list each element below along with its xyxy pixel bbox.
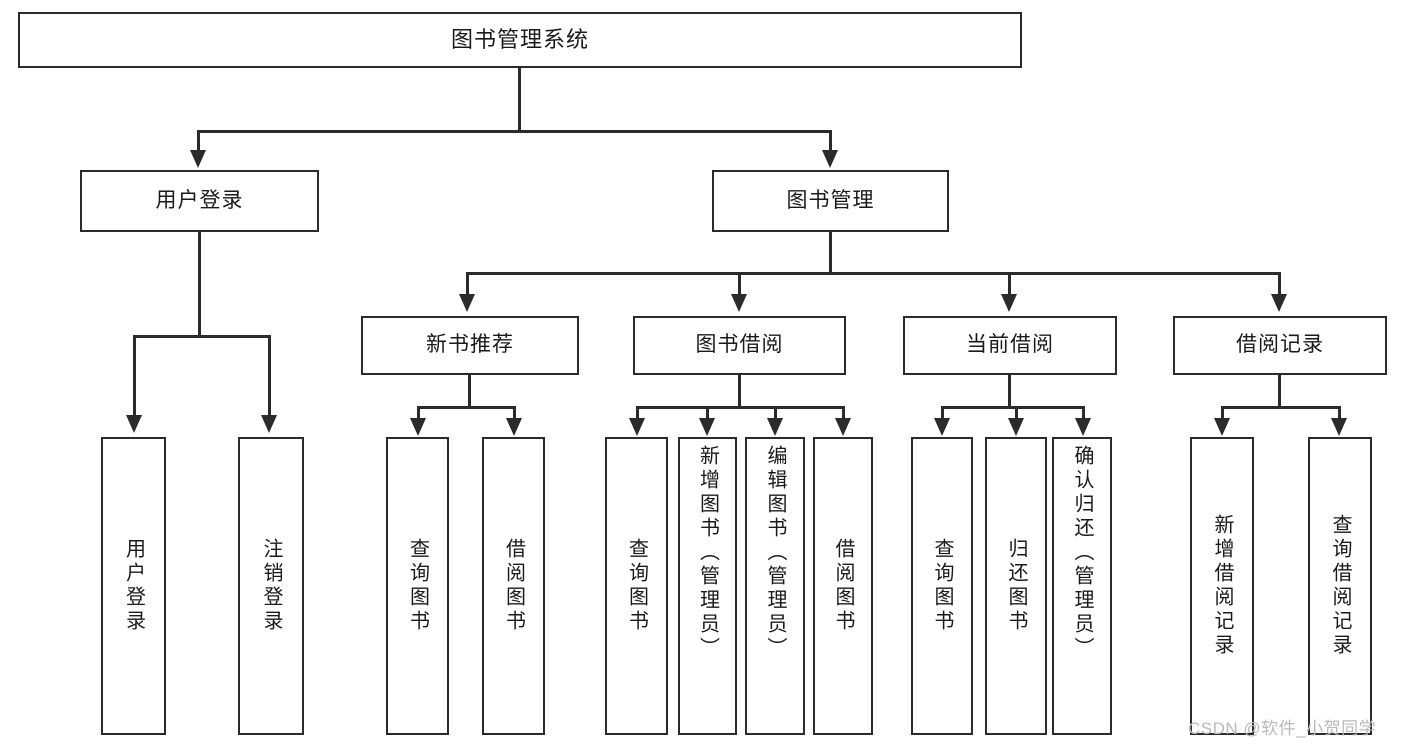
- connector-currentborrow-drop-2: [1015, 406, 1018, 422]
- leaf-query-books-newbook[interactable]: 查询图书: [386, 437, 449, 735]
- leaf-edit-book-admin[interactable]: 编辑图书（管理员）: [745, 437, 805, 735]
- arrow-to-leaf-user-login: [126, 415, 142, 433]
- arrow-bookborrow-add: [699, 418, 715, 436]
- connector-borrowrecord-drop-2: [1338, 406, 1341, 422]
- connector-borrowrecord-bus: [1221, 406, 1341, 409]
- connector-root-bus: [197, 130, 831, 133]
- node-label: 用户登录: [122, 538, 145, 634]
- arrow-currentborrow-return: [1008, 418, 1024, 436]
- node-label: 图书借阅: [695, 333, 784, 357]
- connector-newbook-drop-1: [417, 406, 420, 422]
- connector-bookborrow-drop-3: [774, 406, 777, 422]
- node-label: 借阅记录: [1236, 333, 1324, 357]
- connector-userlogin-bus: [133, 335, 271, 338]
- node-user-login[interactable]: 用户登录: [80, 170, 319, 232]
- node-label: 图书管理: [786, 188, 875, 212]
- node-label: 新书推荐: [426, 333, 514, 357]
- arrow-to-current-borrow: [1001, 294, 1017, 312]
- arrow-currentborrow-confirm: [1075, 418, 1091, 436]
- connector-bookborrow-stem: [738, 375, 741, 406]
- leaf-query-books-current[interactable]: 查询图书: [911, 437, 973, 735]
- arrow-borrowrecord-add: [1214, 418, 1230, 436]
- connector-newbook-stem: [468, 375, 471, 406]
- node-label: 编辑图书（管理员）: [764, 445, 786, 661]
- node-label: 注销登录: [260, 538, 282, 634]
- connector-bookmgmt-drop-3: [1008, 272, 1011, 296]
- arrow-newbook-query: [410, 418, 426, 436]
- arrow-to-borrow-record: [1271, 294, 1287, 312]
- arrow-to-book-management: [822, 150, 838, 168]
- node-root-book-management-system[interactable]: 图书管理系统: [18, 12, 1022, 68]
- node-label: 新增借阅记录: [1211, 514, 1233, 658]
- connector-borrowrecord-drop-1: [1221, 406, 1224, 422]
- arrow-borrowrecord-query: [1331, 418, 1347, 436]
- leaf-borrow-books-newbook[interactable]: 借阅图书: [482, 437, 545, 735]
- leaf-add-book-admin[interactable]: 新增图书（管理员）: [678, 437, 737, 735]
- leaf-confirm-return-admin[interactable]: 确认归还（管理员）: [1052, 437, 1112, 735]
- leaf-user-login[interactable]: 用户登录: [101, 437, 166, 735]
- connector-currentborrow-drop-1: [941, 406, 944, 422]
- connector-bookmgmt-drop-4: [1278, 272, 1281, 296]
- connector-bookborrow-drop-1: [636, 406, 639, 422]
- connector-root-stem: [518, 68, 521, 130]
- node-label: 查询图书: [406, 538, 429, 634]
- node-label: 查询图书: [625, 538, 648, 634]
- arrow-to-new-book-rec: [459, 294, 475, 312]
- node-label: 查询图书: [931, 538, 953, 634]
- connector-root-drop-right: [829, 130, 832, 152]
- node-borrowing-record[interactable]: 借阅记录: [1173, 316, 1387, 375]
- leaf-query-books-borrowing[interactable]: 查询图书: [605, 437, 668, 735]
- leaf-return-books[interactable]: 归还图书: [985, 437, 1047, 735]
- node-label: 归还图书: [1005, 538, 1027, 634]
- arrow-newbook-borrow: [506, 418, 522, 436]
- leaf-add-borrow-record[interactable]: 新增借阅记录: [1190, 437, 1254, 735]
- connector-borrowrecord-stem: [1278, 375, 1281, 406]
- node-label: 当前借阅: [966, 333, 1054, 357]
- connector-currentborrow-bus: [941, 406, 1082, 409]
- node-new-book-recommendation[interactable]: 新书推荐: [361, 316, 579, 375]
- connector-currentborrow-drop-3: [1082, 406, 1085, 422]
- node-book-borrowing[interactable]: 图书借阅: [633, 316, 846, 375]
- node-label: 用户登录: [155, 188, 244, 212]
- leaf-query-borrow-record[interactable]: 查询借阅记录: [1308, 437, 1372, 735]
- node-label: 查询借阅记录: [1329, 514, 1351, 658]
- csdn-watermark: CSDN @软件_小贺同学: [1188, 719, 1377, 738]
- connector-newbook-bus: [417, 406, 516, 409]
- arrow-to-book-borrow: [731, 294, 747, 312]
- leaf-borrow-books-borrowing[interactable]: 借阅图书: [813, 437, 873, 735]
- connector-bookborrow-drop-4: [842, 406, 845, 422]
- connector-newbook-drop-2: [513, 406, 516, 422]
- connector-bookmgmt-stem: [829, 232, 832, 272]
- node-label: 确认归还（管理员）: [1071, 445, 1093, 661]
- connector-currentborrow-stem: [1008, 375, 1011, 406]
- leaf-logout[interactable]: 注销登录: [238, 437, 304, 735]
- node-label: 借阅图书: [832, 538, 854, 634]
- connector-root-drop-left: [197, 130, 200, 152]
- arrow-bookborrow-query: [629, 418, 645, 436]
- node-current-borrowing[interactable]: 当前借阅: [903, 316, 1117, 375]
- arrow-bookborrow-borrow: [835, 418, 851, 436]
- arrow-to-user-login: [190, 150, 206, 168]
- connector-bookborrow-drop-2: [706, 406, 709, 422]
- node-label: 图书管理系统: [450, 27, 589, 53]
- arrow-currentborrow-query: [934, 418, 950, 436]
- connector-bookborrow-bus: [636, 406, 844, 409]
- connector-userlogin-drop-2: [268, 335, 271, 417]
- arrow-to-leaf-logout: [261, 415, 277, 433]
- connector-bookmgmt-drop-2: [738, 272, 741, 296]
- connector-bookmgmt-bus: [466, 272, 1280, 275]
- connector-userlogin-stem: [198, 232, 201, 335]
- node-label: 新增图书（管理员）: [696, 445, 719, 661]
- node-label: 借阅图书: [502, 538, 525, 634]
- connector-userlogin-drop-1: [133, 335, 136, 417]
- arrow-bookborrow-edit: [767, 418, 783, 436]
- connector-bookmgmt-drop-1: [466, 272, 469, 296]
- node-book-management[interactable]: 图书管理: [712, 170, 949, 232]
